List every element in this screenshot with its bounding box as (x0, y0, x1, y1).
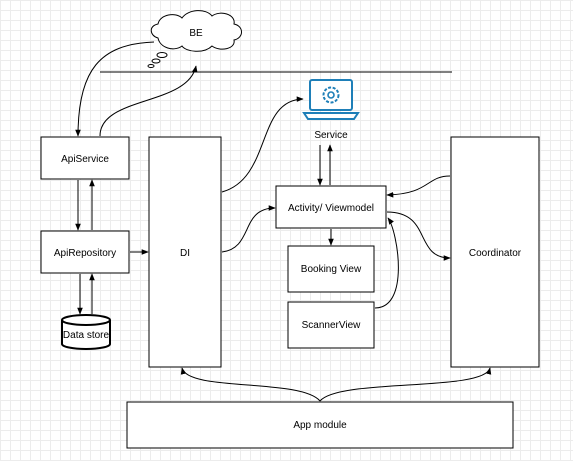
api-repository-label: ApiRepository (54, 248, 116, 259)
api-repository-box[interactable]: ApiRepository (40, 230, 130, 274)
edge-activity-to-coordinator (386, 211, 451, 261)
api-service-box[interactable]: ApiService (40, 136, 130, 180)
edge-be-to-apiservice (75, 41, 155, 137)
service-node[interactable]: Service (302, 79, 360, 141)
coordinator-label: Coordinator (469, 248, 522, 259)
database-cylinder-icon (61, 320, 111, 350)
edge-appmodule-to-di (180, 367, 321, 402)
be-cloud[interactable]: BE (150, 10, 242, 52)
be-label: BE (189, 28, 203, 39)
edge-scanner-to-activity (374, 217, 399, 309)
coordinator-box[interactable]: Coordinator (450, 136, 540, 368)
service-label: Service (314, 130, 348, 141)
scanner-view-label: ScannerView (302, 320, 362, 331)
edge-apiservice-to-be (99, 65, 198, 137)
data-store-cylinder[interactable]: Data store (61, 314, 111, 350)
connectors (75, 41, 492, 402)
di-box[interactable]: DI (148, 136, 222, 368)
laptop-gear-icon (302, 79, 360, 120)
data-store-label: Data store (63, 330, 110, 341)
di-label: DI (180, 248, 190, 259)
edge-di-to-service (221, 96, 304, 193)
scanner-view-box[interactable]: ScannerView (287, 301, 375, 349)
edge-di-to-activity (221, 205, 276, 253)
api-service-label: ApiService (61, 154, 109, 165)
edge-coordinator-to-activity (386, 175, 451, 198)
app-module-label: App module (293, 420, 347, 431)
thought-bubbles (147, 52, 168, 68)
activity-viewmodel-box[interactable]: Activity/ Viewmodel (275, 185, 387, 229)
edge-appmodule-to-coordinator (319, 367, 492, 402)
booking-view-box[interactable]: Booking View (287, 245, 375, 293)
app-module-box[interactable]: App module (126, 401, 514, 449)
booking-view-label: Booking View (301, 264, 362, 275)
cloud-icon (150, 10, 242, 52)
activity-viewmodel-label: Activity/ Viewmodel (288, 203, 374, 214)
